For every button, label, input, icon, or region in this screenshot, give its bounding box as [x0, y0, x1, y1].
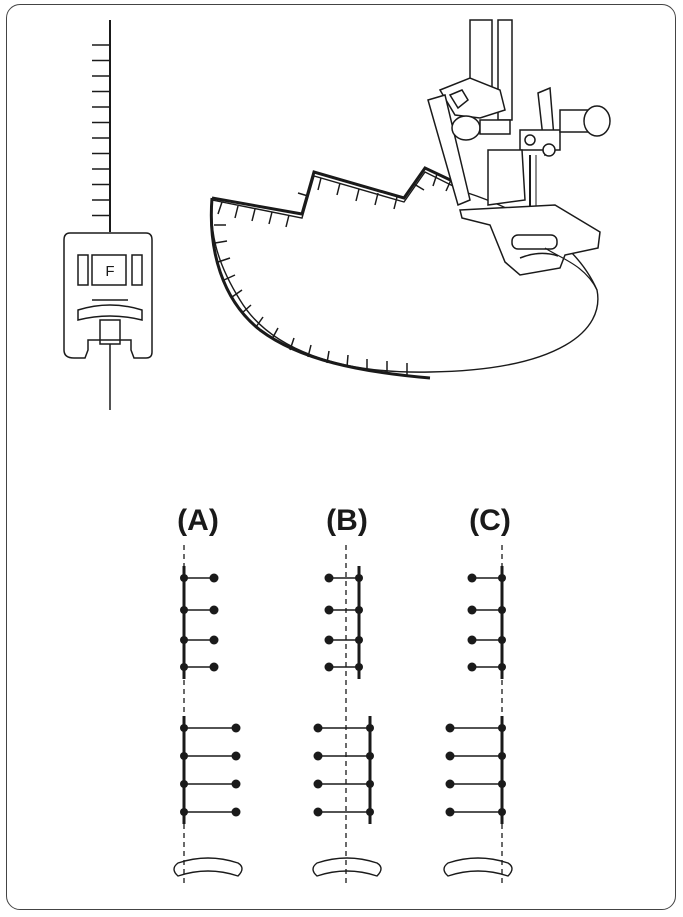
needle-point — [180, 808, 188, 816]
needle-point — [355, 574, 363, 582]
swing-point — [209, 662, 219, 672]
needle-point — [498, 780, 506, 788]
panel-label-b: (B) — [326, 504, 368, 537]
figure-frame — [6, 4, 676, 910]
swing-point — [313, 807, 323, 817]
swing-point — [467, 662, 477, 672]
swing-point — [445, 723, 455, 733]
swing-point — [313, 751, 323, 761]
needle-point — [366, 808, 374, 816]
needle-point — [355, 636, 363, 644]
needle-point — [498, 636, 506, 644]
needle-point — [180, 606, 188, 614]
panel-c — [443, 545, 513, 885]
needle-point — [355, 663, 363, 671]
needle-point — [180, 574, 188, 582]
foot-f-illustration — [63, 20, 153, 410]
needle-plate-slot — [173, 857, 243, 877]
presser-foot-assembly — [427, 19, 611, 291]
needle-point — [498, 606, 506, 614]
swing-point — [324, 662, 334, 672]
needle-point — [180, 663, 188, 671]
swing-point — [324, 573, 334, 583]
panel-b — [312, 545, 382, 885]
needle-point — [498, 574, 506, 582]
swing-point — [445, 807, 455, 817]
swing-point — [231, 723, 241, 733]
swing-point — [313, 779, 323, 789]
fabric-piece — [209, 166, 599, 380]
needle-point — [180, 636, 188, 644]
needle-position-panels — [173, 545, 513, 885]
needle-point — [180, 780, 188, 788]
swing-point — [209, 635, 219, 645]
swing-point — [324, 635, 334, 645]
needle-point — [180, 724, 188, 732]
needle-plate-slot — [312, 857, 382, 877]
needle-point — [498, 724, 506, 732]
needle-point — [498, 808, 506, 816]
swing-point — [467, 635, 477, 645]
panel-a — [173, 545, 243, 885]
needle-point — [366, 752, 374, 760]
swing-point — [467, 605, 477, 615]
needle-point — [355, 606, 363, 614]
swing-point — [445, 751, 455, 761]
swing-point — [209, 573, 219, 583]
swing-point — [313, 723, 323, 733]
needle-point — [366, 780, 374, 788]
needle-point — [180, 752, 188, 760]
swing-point — [231, 779, 241, 789]
panel-label-c: (C) — [469, 504, 511, 537]
needle-point — [498, 752, 506, 760]
swing-point — [467, 573, 477, 583]
swing-point — [445, 779, 455, 789]
panel-label-a: (A) — [177, 504, 219, 537]
needle-plate-slot — [443, 857, 513, 877]
swing-point — [231, 807, 241, 817]
swing-point — [231, 751, 241, 761]
swing-point — [209, 605, 219, 615]
swing-point — [324, 605, 334, 615]
needle-point — [498, 663, 506, 671]
needle-point — [366, 724, 374, 732]
foot-letter: F — [105, 263, 114, 280]
